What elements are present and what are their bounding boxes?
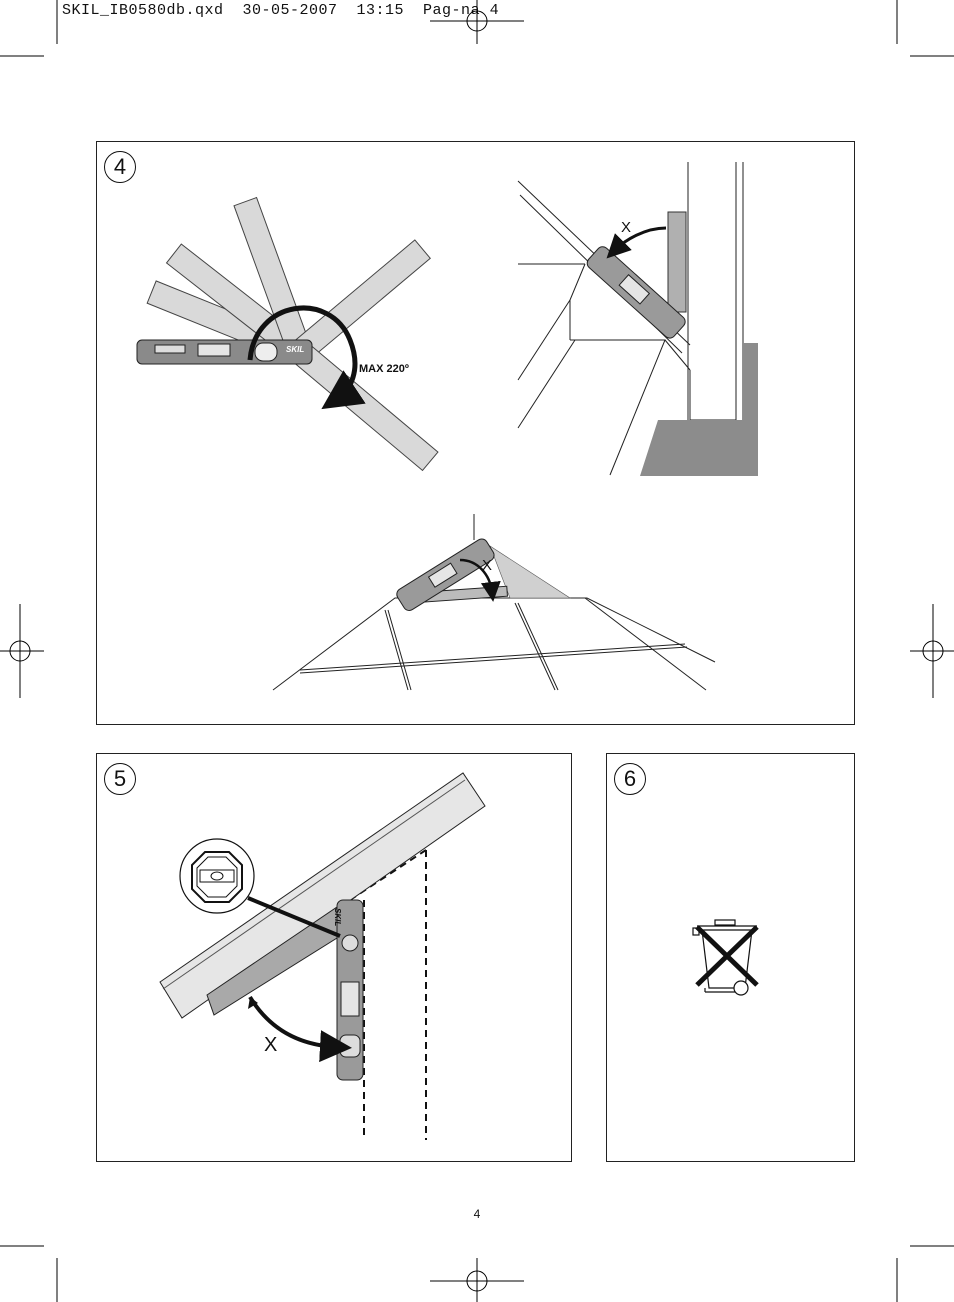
brand-logo: SKIL bbox=[286, 345, 305, 354]
max-angle-label: MAX 220º bbox=[359, 363, 409, 375]
level-tool-floor bbox=[396, 538, 495, 611]
figure-4-number: 4 bbox=[104, 151, 136, 183]
figure-5-number: 5 bbox=[104, 763, 136, 795]
figure-5-panel bbox=[96, 753, 572, 1162]
page-number: 4 bbox=[473, 1207, 481, 1221]
file-info-header: SKIL_IB0580db.qxd 30-05-2007 13:15 Pag-n… bbox=[62, 2, 500, 19]
level-tool-horizontal bbox=[136, 339, 313, 365]
angle-x-label: X bbox=[264, 1034, 278, 1056]
vial-magnifier bbox=[179, 838, 341, 938]
angle-x-label-bottom: X bbox=[482, 557, 493, 574]
figure-6-number: 6 bbox=[614, 763, 646, 795]
level-tool-angled bbox=[586, 246, 686, 339]
angle-x-label-top: X bbox=[621, 219, 632, 236]
